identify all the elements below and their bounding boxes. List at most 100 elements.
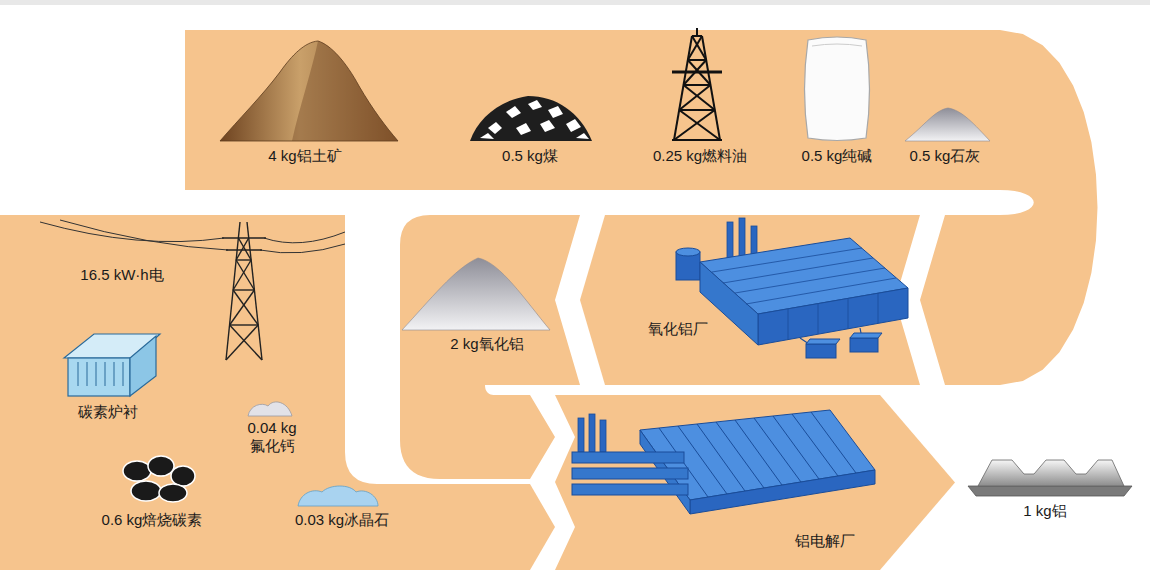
label-slot: 0.5 kg煤 <box>470 147 590 165</box>
sawtooth-ridge <box>811 412 856 473</box>
power-tower <box>222 222 266 360</box>
smelter-front <box>690 470 875 514</box>
carbon-block <box>148 456 174 476</box>
derrick-mast <box>696 28 698 36</box>
derrick-brace <box>679 85 710 110</box>
item-label: 铝电解厂 <box>795 532 875 550</box>
derrick-bar <box>672 139 722 141</box>
band-ground <box>0 215 440 570</box>
soda-bag <box>805 37 870 141</box>
tower-bar <box>233 289 254 290</box>
front-line <box>878 293 879 323</box>
item-label: 0.5 kg纯碱 <box>782 147 892 165</box>
flow-arrow <box>400 385 555 479</box>
carbon-block <box>159 484 187 502</box>
roof-line <box>746 278 896 304</box>
lime-pile <box>905 108 990 141</box>
carbon-block <box>131 481 161 501</box>
label-slot: 氧化铝厂 <box>648 320 738 338</box>
item-label: 0.5 kg石灰 <box>895 147 995 165</box>
lining-mark <box>96 362 97 386</box>
power-wire <box>60 220 228 250</box>
smelter-band: 铝电解厂 <box>555 395 880 570</box>
coal-lump <box>506 106 521 118</box>
roof-line <box>723 258 873 283</box>
coal-lump <box>480 133 494 139</box>
lining-mark <box>123 362 124 386</box>
derrick-brace <box>674 110 715 140</box>
tower-brace <box>230 325 262 360</box>
label-slot: 0.5 kg石灰 <box>895 147 995 165</box>
lining-side <box>130 336 156 396</box>
sawtooth-ridge <box>716 422 764 488</box>
flow-arrow <box>580 215 640 385</box>
plant-annex-roof <box>806 339 840 344</box>
front-line <box>848 299 849 329</box>
plant-annex <box>806 344 836 358</box>
label-slot: 0.6 kg焙烧碳素 <box>82 511 222 529</box>
plant-stack <box>727 222 733 262</box>
band-ground <box>640 215 920 385</box>
sawtooth-ridge <box>697 424 745 491</box>
derrick-bar <box>684 84 711 86</box>
roof-line <box>712 248 862 272</box>
alumina-pile <box>402 258 550 330</box>
flow-arrow <box>880 395 955 570</box>
item-label: 4 kg铝土矿 <box>240 147 370 165</box>
item-label: 0.04 kg 氟化钙 <box>240 419 304 455</box>
baked-carbon <box>123 456 195 502</box>
item-label: 0.03 kg冰晶石 <box>287 511 397 529</box>
tower-brace <box>236 260 254 290</box>
bauxite-pile <box>220 41 398 141</box>
coal-lump <box>488 122 502 134</box>
tower-bar <box>236 259 251 260</box>
power-wires <box>40 220 345 253</box>
lining-mark <box>87 362 88 386</box>
derrick-leg <box>674 36 692 140</box>
label-slot: 0.04 kg 氟化钙 <box>240 419 304 455</box>
smelter-stack <box>600 420 606 452</box>
derrick-leg <box>702 36 720 140</box>
bag-fold <box>812 44 862 46</box>
ingot-base <box>968 486 1132 496</box>
power-wire <box>260 244 345 253</box>
derrick-brace <box>688 60 711 85</box>
plant-annex-roof <box>850 333 882 338</box>
label-slot: 16.5 kW·h电 <box>52 266 192 284</box>
sawtooth-ridge <box>773 416 819 479</box>
plant-annex <box>850 338 878 352</box>
alumina-band: 2 kg氧化铝 <box>400 215 580 385</box>
coal-lump <box>576 133 589 139</box>
smelter-hall <box>572 468 688 479</box>
label-slot: 碳素炉衬 <box>58 403 158 421</box>
fluorite-pile <box>248 402 292 416</box>
carbon-block <box>123 461 151 481</box>
lining-mark <box>114 362 115 386</box>
top-strip <box>0 0 1150 5</box>
item-label: 0.6 kg焙烧碳素 <box>82 511 222 529</box>
power-wire <box>264 232 345 243</box>
plant-roof-lines <box>712 248 896 340</box>
smelter-hall <box>572 452 684 463</box>
front-line <box>818 304 819 334</box>
tower-brace <box>230 290 255 325</box>
cryolite-pile <box>298 486 378 506</box>
coal-lump <box>566 119 581 132</box>
lining-marks <box>78 362 123 386</box>
derrick-brace <box>684 60 707 85</box>
smelter-stack <box>578 418 584 452</box>
aluminium-product: 1 kg铝 <box>955 448 1140 535</box>
tower-brace <box>236 238 249 260</box>
derrick-brace <box>688 36 702 60</box>
item-label: 16.5 kW·h电 <box>52 266 192 284</box>
smelter-sawtooth <box>659 412 856 497</box>
sawtooth-ridge <box>735 420 782 485</box>
item-label: 0.5 kg煤 <box>470 147 590 165</box>
label-slot: 0.03 kg冰晶石 <box>287 511 397 529</box>
coal-lump <box>548 106 563 118</box>
sawtooth-ridge <box>754 418 801 482</box>
tower-brace <box>233 290 258 325</box>
tower-brace <box>233 260 251 290</box>
derrick-bar <box>688 59 706 61</box>
tower-brace <box>226 325 258 360</box>
